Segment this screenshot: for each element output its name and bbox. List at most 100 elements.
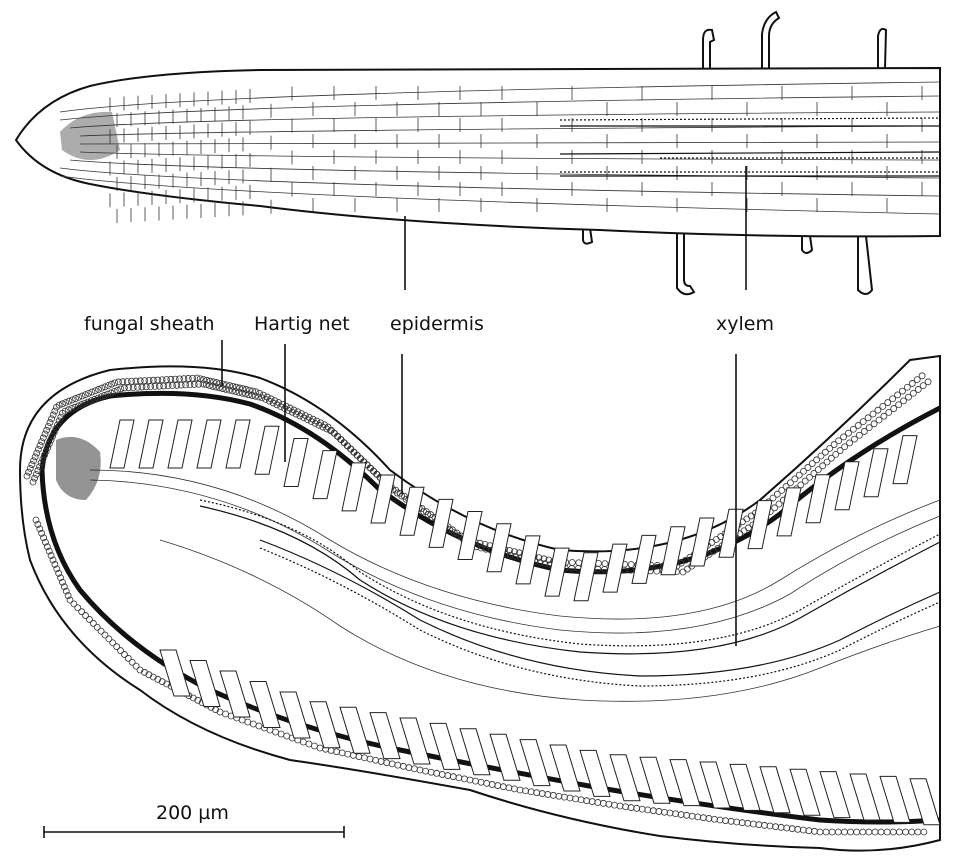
- sheath-cell: [68, 396, 76, 404]
- cortex-cell-lower: [459, 728, 491, 776]
- sheath-cell: [34, 521, 42, 528]
- sheath-cell: [222, 385, 230, 393]
- sheath-cell: [601, 560, 609, 567]
- sheath-cell: [59, 578, 66, 586]
- sheath-cell: [163, 376, 170, 383]
- sheath-cell: [238, 389, 246, 397]
- sheath-cell: [104, 382, 112, 389]
- cortex-cell-upper: [544, 547, 570, 597]
- sheath-cell: [232, 383, 240, 391]
- sheath-cell: [782, 483, 790, 490]
- cortex-cell-upper: [254, 425, 280, 475]
- sheath-cell: [114, 386, 121, 394]
- sheath-cell: [298, 410, 305, 418]
- sheath-cell: [62, 399, 70, 406]
- cortex-cell-upper: [631, 534, 657, 584]
- sheath-cell: [305, 413, 313, 421]
- sheath-cell: [136, 377, 144, 385]
- sheath-cell: [129, 384, 137, 391]
- sheath-cell: [265, 397, 273, 405]
- sheath-cell: [132, 662, 140, 670]
- sheath-cell: [845, 429, 852, 437]
- sheath-cell: [43, 543, 51, 551]
- sheath-cell: [154, 376, 162, 384]
- sheath-cell: [814, 466, 822, 474]
- sheath-cell: [292, 410, 300, 418]
- sheath-cell: [182, 381, 189, 389]
- sheath-cell: [875, 416, 883, 424]
- sheath-cell: [101, 631, 109, 639]
- sheath-cell: [33, 449, 41, 457]
- sheath-cell: [151, 382, 159, 390]
- sheath-cell: [846, 439, 853, 447]
- sheath-cell: [64, 592, 72, 599]
- uninfected-root-tip: [14, 10, 941, 296]
- sheath-cell: [111, 379, 119, 387]
- sheath-cell: [121, 384, 128, 392]
- sheath-cell: [117, 385, 125, 393]
- sheath-cell: [78, 392, 86, 400]
- cortex-cell-lower: [699, 761, 731, 809]
- upper-cross-walls: [109, 86, 923, 223]
- sheath-cell: [88, 388, 96, 396]
- sheath-cell: [830, 441, 838, 448]
- sheath-cell: [309, 415, 317, 423]
- sheath-cell: [823, 458, 831, 466]
- sheath-cell: [819, 462, 827, 470]
- sheath-cell: [269, 399, 277, 407]
- cortex-cell-lower: [339, 706, 371, 754]
- sheath-cell: [49, 411, 57, 419]
- sheath-cell: [36, 463, 43, 471]
- sheath-cell: [206, 382, 213, 389]
- sheath-cell: [65, 406, 72, 414]
- sheath-cell: [72, 395, 79, 402]
- sheath-cell: [315, 421, 323, 429]
- sheath-cell: [239, 385, 247, 393]
- sheath-cell: [277, 403, 285, 411]
- sheath-cell: [213, 379, 221, 386]
- sheath-cell: [202, 381, 210, 389]
- sheath-cell: [294, 408, 302, 416]
- sheath-cell: [225, 386, 233, 394]
- upper-root-outline: [14, 66, 941, 238]
- sheath-cell: [865, 424, 873, 432]
- sheath-cell: [311, 419, 319, 427]
- sheath-cell: [890, 405, 898, 412]
- sheath-cell: [31, 453, 39, 461]
- sheath-cell: [791, 475, 799, 483]
- sheath-cell: [894, 391, 901, 399]
- sheath-cell: [125, 384, 133, 392]
- cortex-cell-upper: [428, 498, 454, 548]
- sheath-cell: [905, 393, 912, 401]
- sheath-cell: [74, 604, 82, 612]
- sheath-cell: [778, 486, 786, 494]
- sheath-cell: [288, 408, 296, 416]
- sheath-cell: [149, 376, 157, 384]
- sheath-cell: [43, 426, 51, 434]
- sheath-cell: [32, 516, 40, 524]
- sheath-cell: [908, 380, 916, 387]
- sheath-cell: [273, 401, 281, 409]
- sheath-cell: [535, 554, 543, 561]
- cortex-cell-upper: [399, 486, 425, 536]
- sheath-cell: [101, 392, 108, 399]
- sheath-cell: [232, 388, 240, 396]
- cortex-cell-upper: [225, 419, 251, 469]
- sheath-cell: [94, 394, 102, 402]
- sheath-cell: [286, 404, 294, 412]
- sheath-cell: [128, 658, 136, 666]
- sheath-cell: [71, 403, 79, 411]
- sheath-cell: [229, 387, 236, 395]
- cortex-cell-upper: [718, 508, 744, 558]
- sheath-cell: [55, 401, 63, 409]
- hartig-net-label: Hartig net: [254, 313, 350, 335]
- sheath-cell: [42, 448, 50, 455]
- sheath-cell: [46, 419, 54, 426]
- sheath-cell: [158, 376, 166, 384]
- sheath-cell: [155, 382, 163, 390]
- root-hairs-bottom: [582, 227, 874, 296]
- sheath-cell: [177, 381, 185, 389]
- cortex-cell-upper: [660, 526, 686, 576]
- cortex-cell-upper: [486, 523, 512, 573]
- sheath-cell: [810, 470, 818, 477]
